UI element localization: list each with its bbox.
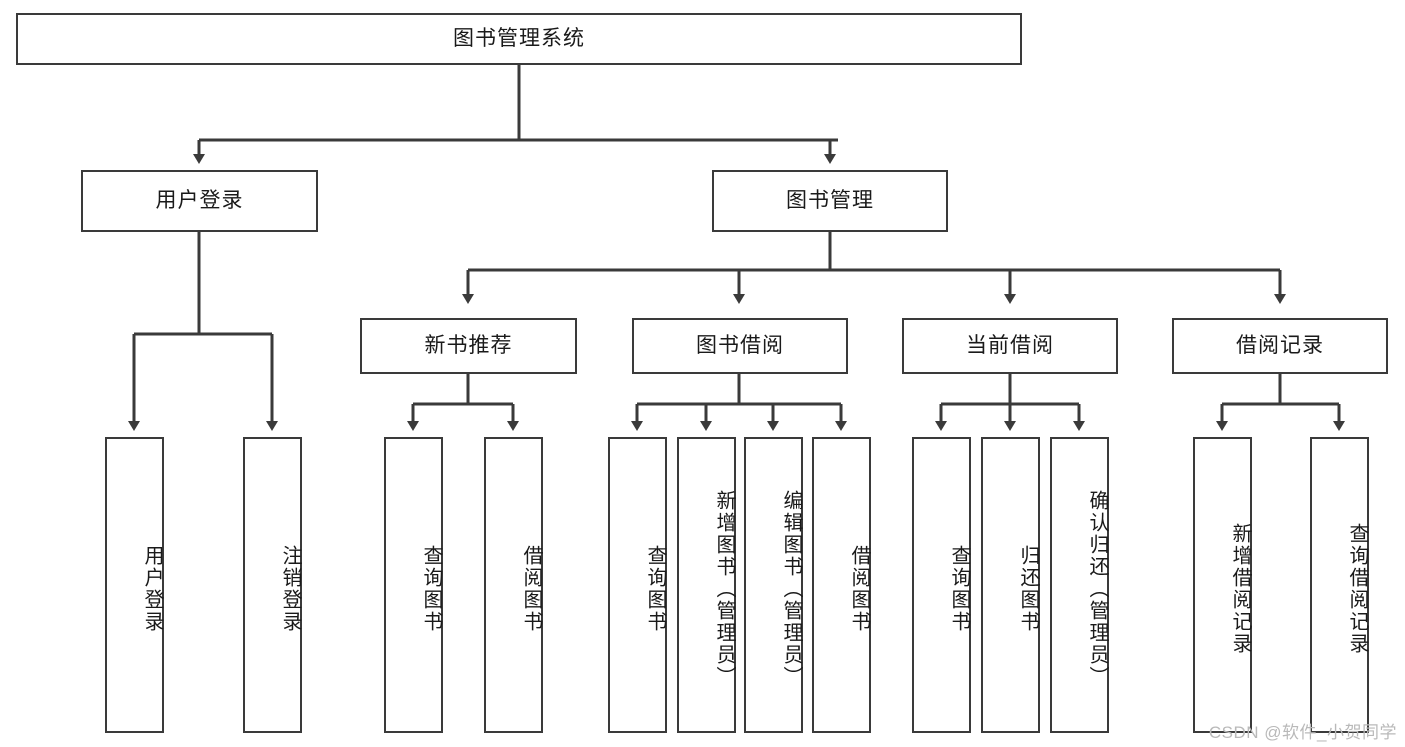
node-current-borrow[interactable]: 当前借阅 bbox=[902, 318, 1118, 374]
node-label: 注销登录 bbox=[279, 545, 301, 633]
node-label: 归还图书 bbox=[1017, 545, 1039, 633]
node-label: 图书借阅 bbox=[696, 334, 784, 358]
node-label: 查询图书 bbox=[948, 545, 970, 633]
node-label: 编辑图书（管理员） bbox=[780, 490, 802, 688]
node-label: 查询借阅记录 bbox=[1346, 523, 1368, 655]
node-label: 查询图书 bbox=[420, 545, 442, 633]
leaf-user-login-logout[interactable]: 注销登录 bbox=[243, 437, 302, 733]
leaf-current-query-book[interactable]: 查询图书 bbox=[912, 437, 971, 733]
node-book-borrow[interactable]: 图书借阅 bbox=[632, 318, 848, 374]
node-label: 新增图书（管理员） bbox=[713, 490, 735, 688]
node-label: 新书推荐 bbox=[424, 334, 513, 358]
node-label: 新增借阅记录 bbox=[1229, 523, 1251, 655]
leaf-recommend-query-book[interactable]: 查询图书 bbox=[384, 437, 443, 733]
node-book-management[interactable]: 图书管理 bbox=[712, 170, 948, 232]
node-label: 当前借阅 bbox=[966, 334, 1054, 358]
node-label: 查询图书 bbox=[644, 545, 666, 633]
csdn-watermark: CSDN @软件_小贺同学 bbox=[1208, 723, 1397, 742]
node-label: 确认归还（管理员） bbox=[1086, 490, 1108, 688]
leaf-user-login-login[interactable]: 用户登录 bbox=[105, 437, 164, 733]
leaf-borrow-edit-book-admin[interactable]: 编辑图书（管理员） bbox=[744, 437, 803, 733]
leaf-recommend-borrow-book[interactable]: 借阅图书 bbox=[484, 437, 543, 733]
leaf-current-return-book[interactable]: 归还图书 bbox=[981, 437, 1040, 733]
node-label: 借阅记录 bbox=[1236, 334, 1324, 358]
node-user-login[interactable]: 用户登录 bbox=[81, 170, 318, 232]
node-new-book-recommend[interactable]: 新书推荐 bbox=[360, 318, 577, 374]
node-label: 用户登录 bbox=[141, 545, 163, 633]
node-label: 借阅图书 bbox=[848, 545, 870, 633]
node-label: 图书管理 bbox=[786, 189, 874, 213]
node-borrow-record[interactable]: 借阅记录 bbox=[1172, 318, 1388, 374]
node-label: 用户登录 bbox=[155, 189, 244, 213]
leaf-record-query-record[interactable]: 查询借阅记录 bbox=[1310, 437, 1369, 733]
node-label: 借阅图书 bbox=[520, 545, 542, 633]
node-label: 图书管理系统 bbox=[453, 27, 585, 51]
leaf-record-add-record[interactable]: 新增借阅记录 bbox=[1193, 437, 1252, 733]
leaf-borrow-borrow-book[interactable]: 借阅图书 bbox=[812, 437, 871, 733]
leaf-current-confirm-return-admin[interactable]: 确认归还（管理员） bbox=[1050, 437, 1109, 733]
node-root-system[interactable]: 图书管理系统 bbox=[16, 13, 1022, 65]
leaf-borrow-add-book-admin[interactable]: 新增图书（管理员） bbox=[677, 437, 736, 733]
leaf-borrow-query-book[interactable]: 查询图书 bbox=[608, 437, 667, 733]
